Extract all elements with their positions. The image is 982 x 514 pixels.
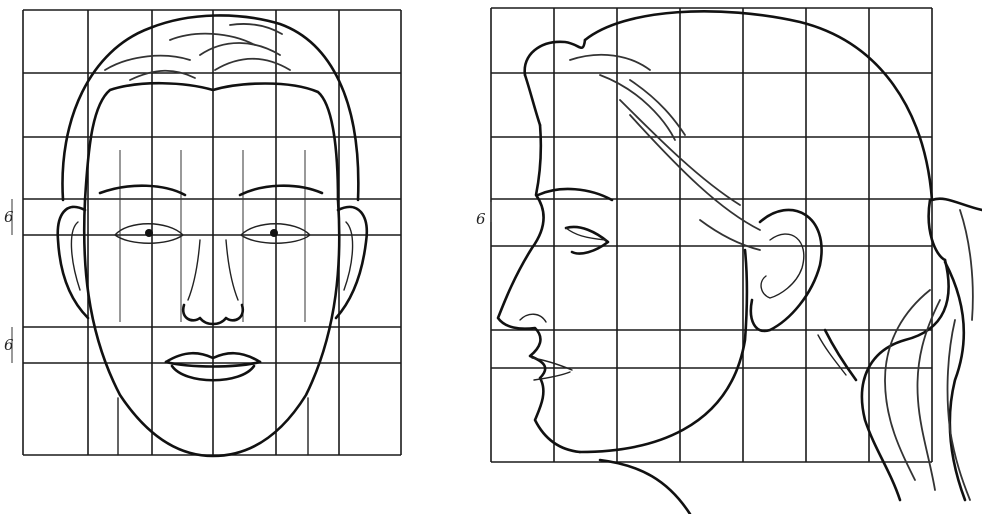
front-nose-bridge [226, 240, 238, 300]
front-grid [23, 10, 401, 455]
front-pupil-left [145, 229, 153, 237]
profile-mark-label: 6 [476, 210, 486, 228]
profile-lips [534, 372, 570, 380]
front-hairline [85, 83, 338, 200]
profile-ponytail [932, 199, 982, 210]
profile-hair-strand [630, 80, 685, 135]
profile-proportion-mark: 6 [476, 202, 491, 228]
front-ear-left-inner [71, 222, 80, 290]
profile-hair-front [525, 75, 540, 125]
profile-ponytail [862, 260, 949, 500]
front-pupil-right [270, 229, 278, 237]
profile-view: 6 [476, 8, 982, 514]
front-proportion-mark-1: 6 [4, 199, 14, 235]
front-hair-strand [215, 59, 290, 70]
front-nose-bridge [188, 240, 200, 300]
profile-ponytail [929, 200, 945, 260]
profile-hair-strand [570, 55, 650, 70]
front-head-outline [62, 15, 358, 200]
profile-skull [585, 11, 932, 200]
profile-neck-front [600, 460, 690, 514]
profile-ear [751, 210, 822, 331]
front-hair-strand [105, 56, 190, 70]
profile-jaw [580, 250, 747, 452]
profile-nostril [520, 314, 546, 322]
profile-face-contour [498, 125, 580, 452]
profile-ponytail-strand [960, 210, 973, 320]
profile-grid [491, 8, 932, 462]
front-eyebrow-right [240, 186, 322, 195]
front-eyebrow-left [100, 186, 185, 195]
front-hair-strand [200, 43, 280, 55]
front-proportion-mark-2: 6 [4, 327, 14, 363]
front-hair-strand [230, 24, 282, 34]
profile-ear-inner [761, 234, 804, 298]
front-ear-right-inner [344, 222, 353, 290]
profile-ponytail-strand [885, 290, 930, 480]
profile-neck-back [825, 330, 856, 380]
front-hair-strand [130, 71, 195, 80]
front-view: 6 6 [4, 10, 401, 456]
front-mark-label: 6 [4, 208, 14, 226]
front-mark-label: 6 [4, 336, 14, 354]
